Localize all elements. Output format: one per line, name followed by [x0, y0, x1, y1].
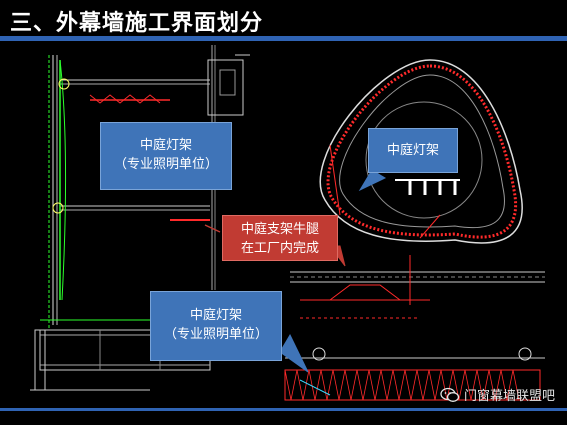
- slide-title: 三、外幕墙施工界面划分: [10, 11, 264, 36]
- truss-detail: [284, 255, 545, 401]
- callout-line: 中庭灯架: [386, 143, 439, 158]
- callout-line: 中庭灯架: [189, 308, 242, 323]
- wechat-icon: [440, 387, 460, 402]
- footer-rule: [0, 408, 567, 411]
- callout-atrium-light-top-left: 中庭灯架 （专业照明单位）: [100, 122, 232, 190]
- callout-line: 中庭灯架: [139, 138, 192, 153]
- title-underline: [0, 36, 567, 41]
- leader-top-right: [358, 169, 387, 192]
- callout-atrium-light-bottom: 中庭灯架 （专业照明单位）: [150, 291, 282, 361]
- curtain-wall-section: [30, 45, 250, 391]
- callout-bracket-corbel: 中庭支架牛腿 在工厂内完成: [222, 215, 338, 261]
- callout-atrium-light-plan: 中庭灯架: [368, 128, 458, 173]
- atrium-plan: [319, 59, 523, 244]
- leader-bottom: [279, 333, 309, 373]
- callout-line: 中庭支架牛腿: [240, 222, 319, 237]
- callout-line: 在工厂内完成: [240, 241, 319, 256]
- watermark-text: 门窗幕墙联盟吧: [463, 389, 555, 404]
- watermark: 门窗幕墙联盟吧: [440, 385, 555, 404]
- callout-line: （专业照明单位）: [163, 327, 268, 342]
- callout-line: （专业照明单位）: [113, 157, 218, 172]
